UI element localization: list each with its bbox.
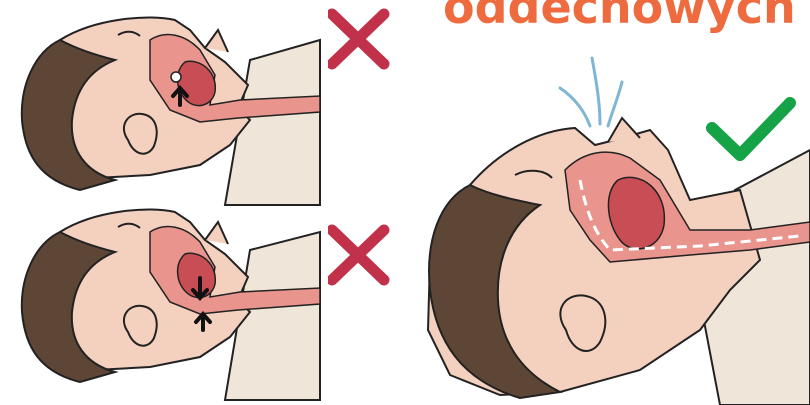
nose: [608, 118, 640, 142]
cross-icon-top: [332, 14, 384, 64]
panel-top-left: [22, 17, 320, 205]
nose: [205, 30, 228, 52]
check-icon: [712, 103, 790, 155]
nose: [205, 222, 228, 244]
cross-icon-bottom: [332, 230, 384, 280]
panel-right: [428, 58, 810, 405]
blockage-dot: [171, 72, 181, 82]
panel-bottom-left: [22, 209, 320, 400]
breath-icon: [560, 58, 622, 126]
